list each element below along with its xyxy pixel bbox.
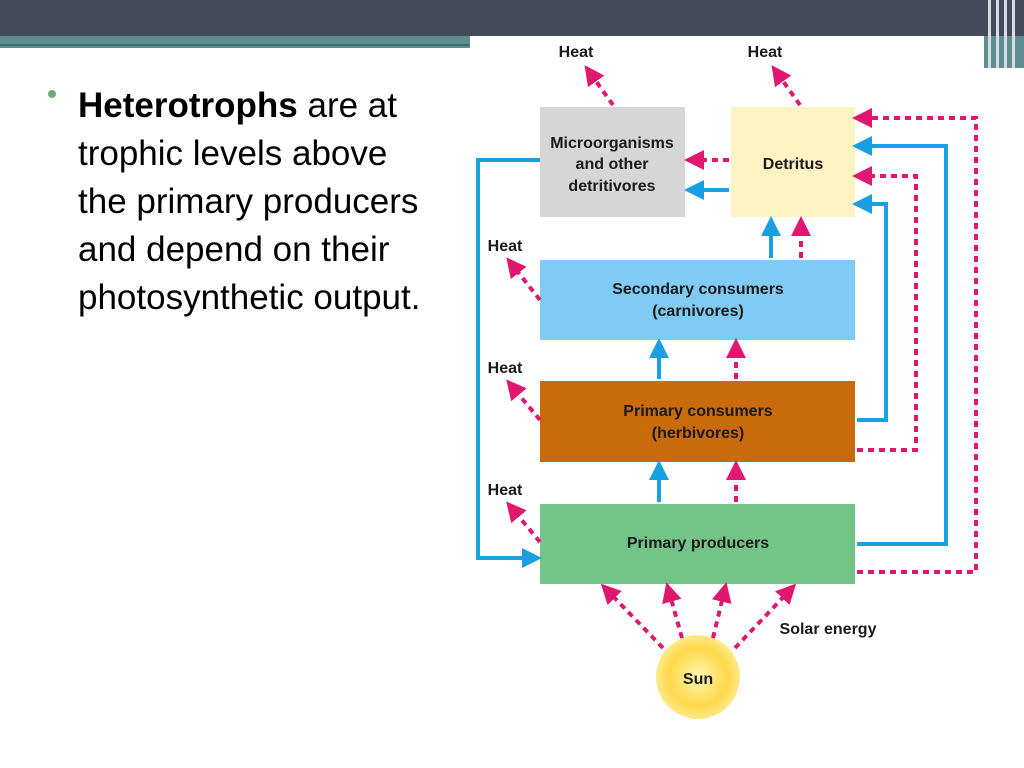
microorganisms-box: [540, 107, 685, 217]
primary-consumers-label-1: Primary consumers: [623, 403, 773, 420]
heat-arrow-microorganisms: [584, 65, 615, 107]
bullet-bold-term: Heterotrophs: [78, 86, 298, 125]
sun-circle: [656, 635, 740, 719]
primary-consumers-to-detritus-chemical-loop: [852, 194, 888, 422]
corner-decoration: [984, 0, 1024, 68]
secondary-consumers-box: [540, 260, 855, 340]
bullet-dot-icon: [48, 90, 56, 98]
slide-accent-line: [0, 44, 470, 46]
heat-arrow-primary-producers: [506, 501, 542, 544]
microorganisms-label-3: detritivores: [568, 178, 655, 195]
slide-accent-band: [0, 36, 470, 48]
microorganisms-to-producers-chemical-loop: [476, 158, 542, 568]
heat-label-primary-producers: Heat: [488, 482, 523, 499]
solar-ray-3: [711, 582, 732, 639]
solar-ray-1: [600, 583, 665, 650]
microorganisms-label-2: and other: [576, 156, 649, 173]
secondary-consumers-label-2: (carnivores): [652, 303, 744, 320]
heat-arrow-secondary: [506, 257, 542, 302]
bullet-text: Heterotrophs are at trophic levels above…: [78, 82, 423, 322]
energy-flow-diagram: Microorganisms and other detritivores De…: [476, 44, 978, 719]
primary-producers-label: Primary producers: [627, 535, 769, 552]
heat-label-secondary: Heat: [488, 238, 523, 255]
detritus-label: Detritus: [763, 156, 824, 173]
detritus-box: [731, 107, 855, 217]
primary-consumers-box: [540, 381, 855, 462]
producers-to-detritus-chemical-loop: [852, 136, 948, 546]
secondary-consumers-label-1: Secondary consumers: [612, 281, 784, 298]
heat-label-microorganisms: Heat: [559, 44, 594, 61]
solar-ray-4: [733, 583, 797, 650]
producers-to-detritus-energy-loop: [852, 108, 978, 574]
primary-consumers-label-2: (herbivores): [652, 425, 744, 442]
heat-label-detritus: Heat: [748, 44, 783, 61]
solar-ray-2: [662, 582, 684, 639]
primary-producers-box: [540, 504, 855, 584]
microorganisms-label-1: Microorganisms: [550, 135, 674, 152]
bullet-body: are at trophic levels above the primary …: [78, 86, 421, 317]
heat-arrow-primary-consumers: [506, 379, 542, 422]
heat-label-primary-consumers: Heat: [488, 360, 523, 377]
heat-arrow-detritus: [771, 65, 802, 107]
sun-label: Sun: [683, 671, 713, 688]
solar-energy-label: Solar energy: [780, 621, 877, 638]
slide-top-bar: [0, 0, 1024, 36]
